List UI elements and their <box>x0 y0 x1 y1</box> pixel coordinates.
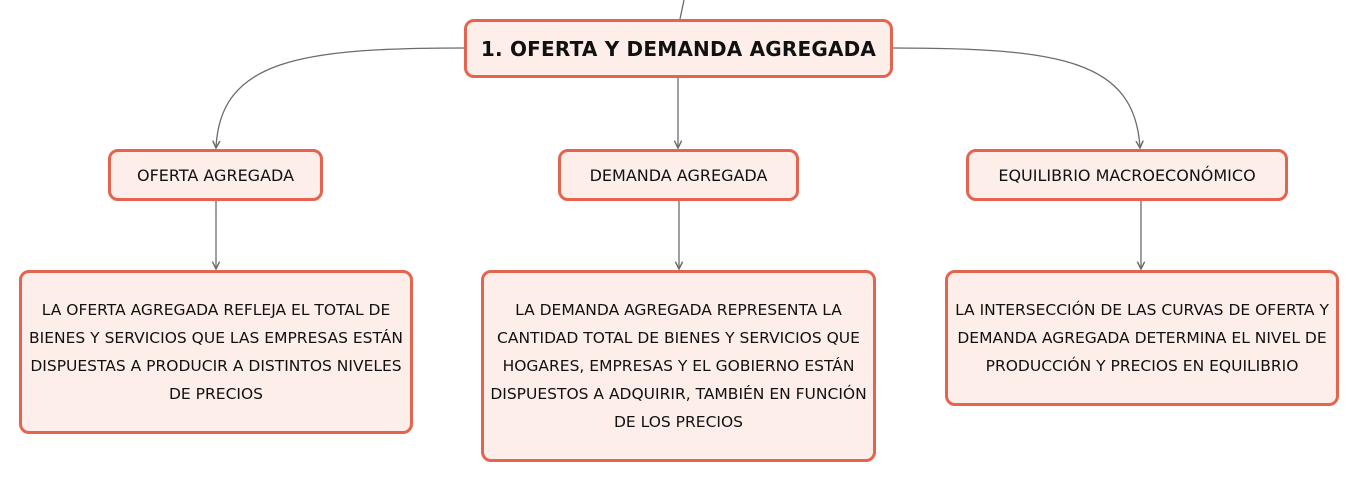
topic-demanda-agregada[interactable]: DEMANDA AGREGADA <box>558 149 799 201</box>
topic-label: EQUILIBRIO MACROECONÓMICO <box>998 165 1256 185</box>
topic-oferta-agregada[interactable]: OFERTA AGREGADA <box>108 149 323 201</box>
detail-text: LA OFERTA AGREGADA REFLEJA EL TOTAL DE B… <box>29 301 403 403</box>
connector-parent-to-root <box>679 0 685 20</box>
detail-oferta-agregada[interactable]: LA OFERTA AGREGADA REFLEJA EL TOTAL DE B… <box>19 270 413 434</box>
detail-equilibrio-macroeconomico[interactable]: LA INTERSECCIÓN DE LAS CURVAS DE OFERTA … <box>945 270 1339 406</box>
detail-text: LA DEMANDA AGREGADA REPRESENTA LA CANTID… <box>490 301 867 431</box>
connector-root-to-equilibrio <box>892 47 1140 148</box>
detail-text: LA INTERSECCIÓN DE LAS CURVAS DE OFERTA … <box>955 301 1329 375</box>
detail-demanda-agregada[interactable]: LA DEMANDA AGREGADA REPRESENTA LA CANTID… <box>481 270 876 462</box>
root-topic[interactable]: 1. OFERTA Y DEMANDA AGREGADA <box>464 19 893 78</box>
root-topic-label: 1. OFERTA Y DEMANDA AGREGADA <box>480 36 877 61</box>
connector-root-to-oferta <box>216 47 465 148</box>
topic-label: DEMANDA AGREGADA <box>589 165 768 185</box>
topic-label: OFERTA AGREGADA <box>136 165 295 185</box>
topic-equilibrio-macroeconomico[interactable]: EQUILIBRIO MACROECONÓMICO <box>966 149 1288 201</box>
